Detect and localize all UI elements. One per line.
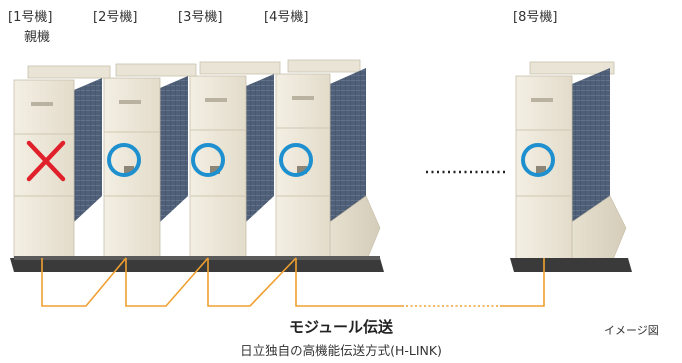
unit-2: [103, 63, 197, 265]
h-link-wiring: [41, 257, 545, 307]
ok-circle-icon: [107, 143, 141, 177]
caption-subtitle: 日立独自の高機能伝送方式(H-LINK): [240, 343, 442, 358]
ok-circle-icon: [521, 143, 555, 177]
ok-circle-icon: [191, 143, 225, 177]
unit-label-1: [1号機]: [8, 10, 53, 25]
image-note: イメージ図: [604, 324, 659, 337]
fault-x-icon: [26, 140, 66, 182]
unit-label-3: [3号機]: [178, 10, 223, 25]
unit-label-4: [4号機]: [264, 10, 309, 25]
unit-3: [189, 61, 281, 265]
unit-sublabel-1: 親機: [24, 30, 51, 45]
ok-circle-icon: [279, 143, 313, 177]
base-frame-group: [10, 258, 384, 272]
unit-1: [13, 65, 111, 265]
unit-label-2: [2号機]: [93, 10, 138, 25]
unit-label-8: [8号機]: [513, 10, 558, 25]
unit-8: [515, 61, 627, 265]
caption-title: モジュール伝送: [289, 318, 393, 336]
unit-4: [275, 59, 381, 265]
base-frame-unit-8: [510, 258, 632, 272]
